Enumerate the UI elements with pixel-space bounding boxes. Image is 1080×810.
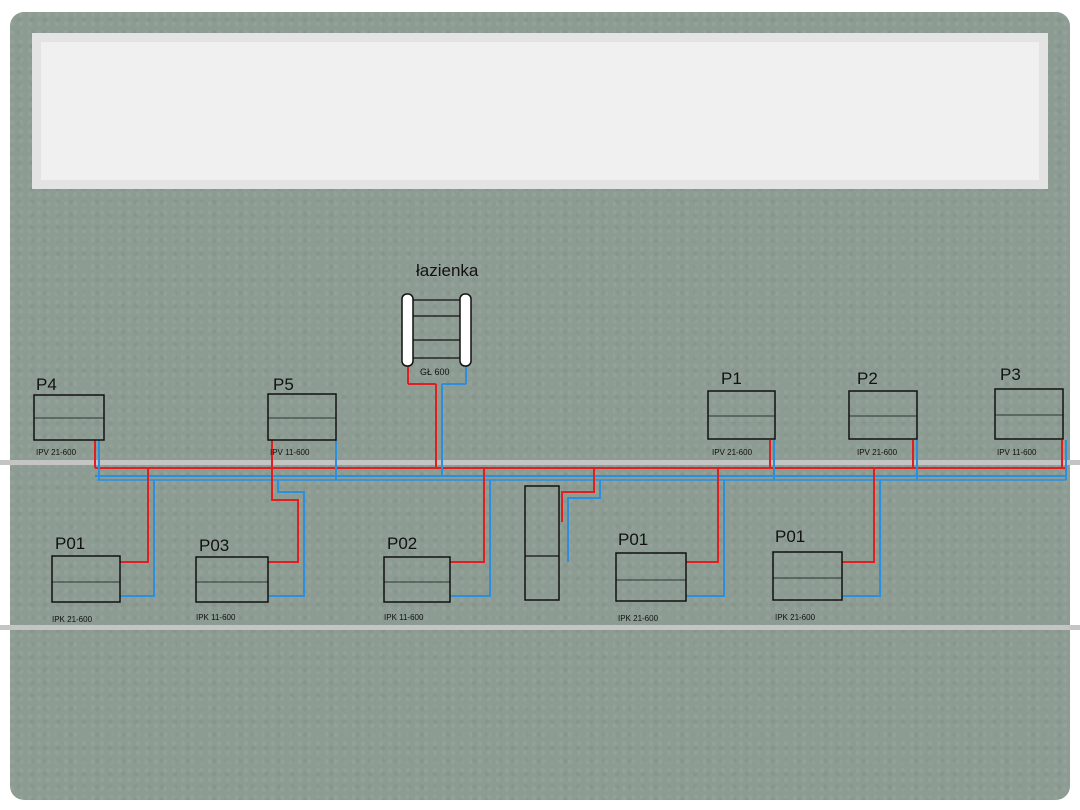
branch-p03-return (268, 480, 305, 597)
radiator-p5-code: IPV 11-600 (270, 448, 310, 457)
radiator-p02-box (383, 556, 451, 603)
radiator-p3-code: IPV 11-600 (997, 448, 1037, 457)
radiator-p01c: P01 IPK 21-600 (772, 527, 843, 622)
radiator-p2-label: P2 (857, 369, 878, 388)
radiator-p5: P5 IPV 11-600 (267, 375, 337, 457)
bathroom-radiator-left-bar (401, 293, 414, 367)
radiator-p03: P03 IPK 11-600 (195, 536, 269, 622)
branch-p01a-return (120, 480, 155, 597)
radiator-p4-label: P4 (36, 375, 57, 394)
radiator-p01c-label: P01 (775, 527, 805, 546)
radiator-p3-label: P3 (1000, 365, 1021, 384)
bathroom-label: łazienka (416, 261, 479, 280)
radiator-p1-label: P1 (721, 369, 742, 388)
branch-p01a-supply (120, 468, 149, 563)
radiator-p4: P4 IPV 21-600 (33, 375, 105, 457)
bathroom-radiator-code: GŁ 600 (420, 367, 450, 377)
radiator-p5-label: P5 (273, 375, 294, 394)
radiator-p02-code: IPK 11-600 (384, 613, 424, 622)
branch-cabinet-return (567, 480, 601, 562)
radiator-p1: P1 IPV 21-600 (707, 369, 776, 457)
radiator-p5-box (267, 393, 337, 441)
radiator-p03-box (195, 556, 269, 603)
main-pipes (95, 467, 1066, 481)
radiator-p01b-label: P01 (618, 530, 648, 549)
branch-p01c-supply (842, 468, 875, 563)
upper-floor-slab (0, 460, 1080, 465)
radiator-p3: P3 IPV 11-600 (994, 365, 1064, 457)
radiator-p4-code: IPV 21-600 (36, 448, 77, 457)
radiator-p01a-box (51, 555, 121, 603)
floor-lines (0, 460, 1080, 630)
lower-branches (120, 468, 881, 597)
title-placeholder (32, 33, 1048, 189)
branch-p02-return (450, 480, 491, 597)
radiator-p03-code: IPK 11-600 (196, 613, 236, 622)
radiator-p01b-box (615, 552, 687, 602)
radiator-p1-code: IPV 21-600 (712, 448, 753, 457)
radiator-p4-box (33, 394, 105, 441)
radiator-p03-label: P03 (199, 536, 229, 555)
bathroom-radiator: łazienka GŁ 600 (401, 261, 479, 377)
upper-risers (94, 360, 1067, 480)
radiator-p01b: P01 IPK 21-600 (615, 530, 687, 623)
radiator-p02: P02 IPK 11-600 (383, 534, 451, 622)
radiator-p01a: P01 IPK 21-600 (51, 534, 121, 624)
branch-p03-supply (268, 468, 299, 563)
radiator-p01c-box (772, 551, 843, 601)
radiator-p1-box (707, 390, 776, 440)
branch-p01b-return (686, 480, 725, 597)
bathroom-radiator-right-bar (459, 293, 472, 367)
radiator-p3-box (994, 388, 1064, 440)
radiator-p2-box (848, 390, 918, 440)
radiator-p01a-code: IPK 21-600 (52, 615, 93, 624)
radiator-p2-code: IPV 21-600 (857, 448, 898, 457)
branch-p01b-supply (686, 468, 719, 563)
lower-floor-slab (0, 625, 1080, 630)
radiator-p2: P2 IPV 21-600 (848, 369, 918, 457)
radiator-p02-label: P02 (387, 534, 417, 553)
radiator-p01b-code: IPK 21-600 (618, 614, 659, 623)
radiator-p01c-code: IPK 21-600 (775, 613, 816, 622)
branch-cabinet-supply (561, 468, 595, 522)
tall-cabinet-box (524, 485, 560, 601)
branch-p02-supply (450, 468, 485, 563)
branch-p01c-return (842, 480, 881, 597)
tall-cabinet (524, 485, 560, 601)
radiator-p01a-label: P01 (55, 534, 85, 553)
